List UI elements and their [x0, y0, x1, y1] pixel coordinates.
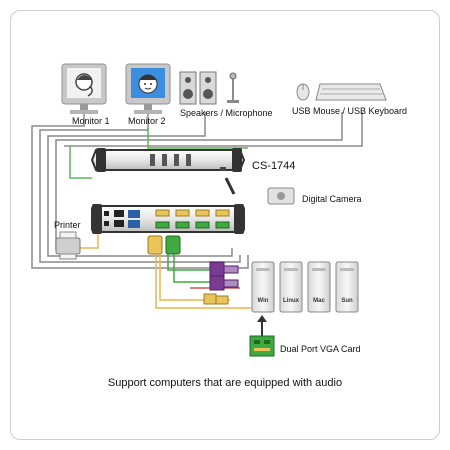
digital-camera — [224, 177, 295, 205]
computer-label: Linux — [283, 298, 300, 304]
speakers-label: Speakers / Microphone — [180, 108, 273, 118]
usb-peripherals-label: USB Mouse / USB Keyboard — [292, 106, 408, 116]
kvm-rear-panel — [91, 204, 245, 234]
caption: Support computers that are equipped with… — [107, 377, 343, 389]
computer-label: Sun — [341, 298, 353, 304]
kvm-front-unit — [90, 148, 246, 172]
monitor-2 — [125, 63, 171, 114]
dual-port-vga-card — [249, 335, 275, 357]
camera-label: Digital Camera — [302, 194, 362, 204]
monitor-2-label: Monitor 2 — [128, 116, 166, 126]
computer-label: Mac — [313, 298, 325, 304]
computer-tower-mac: Mac — [307, 261, 331, 313]
computer-label: Win — [258, 298, 269, 304]
model-label: CS-1744 — [252, 160, 296, 172]
green-cable — [69, 128, 248, 179]
computer-towers: Win Linux Mac Sun — [251, 261, 359, 313]
gray-cables — [31, 112, 363, 269]
monitor-1-label: Monitor 1 — [72, 116, 110, 126]
monitor-1 — [61, 63, 107, 114]
cable-connectors — [147, 235, 239, 305]
vga-card-label: Dual Port VGA Card — [280, 344, 361, 354]
speakers-microphone — [179, 71, 239, 105]
computer-tower-win: Win — [251, 261, 275, 313]
computer-tower-linux: Linux — [279, 261, 303, 313]
printer — [55, 231, 81, 260]
printer-label: Printer — [54, 220, 81, 230]
upload-arrow-icon — [257, 315, 267, 336]
usb-mouse-keyboard — [296, 83, 387, 101]
computer-tower-sun: Sun — [335, 261, 359, 313]
